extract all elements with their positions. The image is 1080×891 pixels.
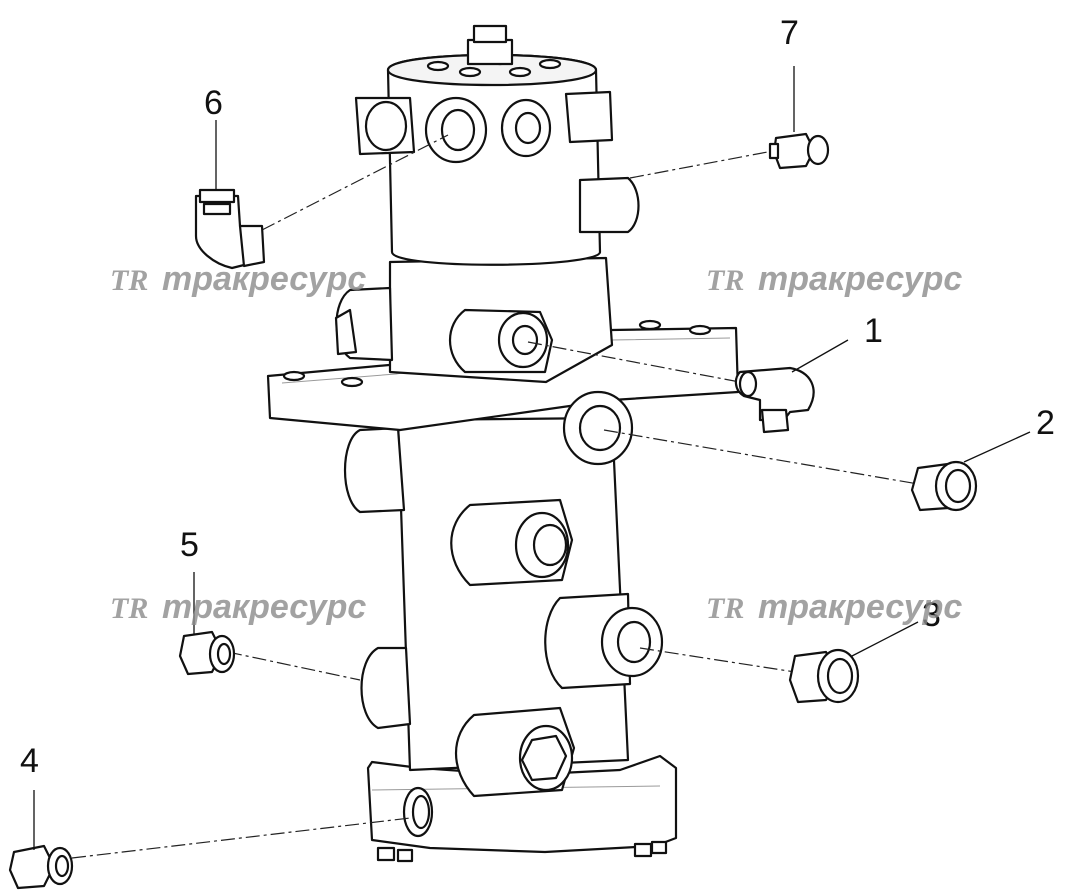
watermark-text-3: тракресурс (162, 588, 366, 626)
part-6-elbow-fitting: 6 (194, 84, 266, 270)
assembly-axes (71, 134, 919, 859)
callout-label-6: 6 (204, 84, 223, 122)
watermark-text-2: тракресурс (758, 260, 962, 298)
callout-label-5: 5 (180, 526, 199, 564)
watermark-logo-2: TR (706, 264, 744, 297)
part-5-plug: 5 (178, 526, 236, 676)
watermark-bottom-left: TR тракресурс (110, 588, 366, 626)
callout-label-2: 2 (1036, 404, 1055, 442)
part-1-elbow-fitting: 1 (734, 312, 883, 434)
watermark-bottom-right: TR тракресурс (706, 588, 962, 626)
callout-label-1: 1 (864, 312, 883, 350)
watermark-logo-1: TR (110, 264, 148, 297)
watermark-top-right: TR тракресурс (706, 260, 962, 298)
callout-label-4: 4 (20, 742, 39, 780)
watermark-logo-3: TR (110, 592, 148, 625)
part-2-plug: 2 (910, 404, 1055, 512)
body-ports (497, 311, 664, 792)
watermark-logo-4: TR (706, 592, 744, 625)
watermark-text-4: тракресурс (758, 588, 962, 626)
callout-label-3: 3 (922, 596, 941, 634)
part-4-plug: 4 (8, 742, 74, 890)
part-3-plug: 3 (788, 596, 941, 704)
watermark-text-1: тракресурс (162, 260, 366, 298)
watermark-top-left: TR тракресурс (110, 260, 366, 298)
part-7-straight-fitting: 7 (768, 14, 830, 170)
swivel-joint-body (266, 24, 740, 863)
callout-label-7: 7 (780, 14, 799, 52)
